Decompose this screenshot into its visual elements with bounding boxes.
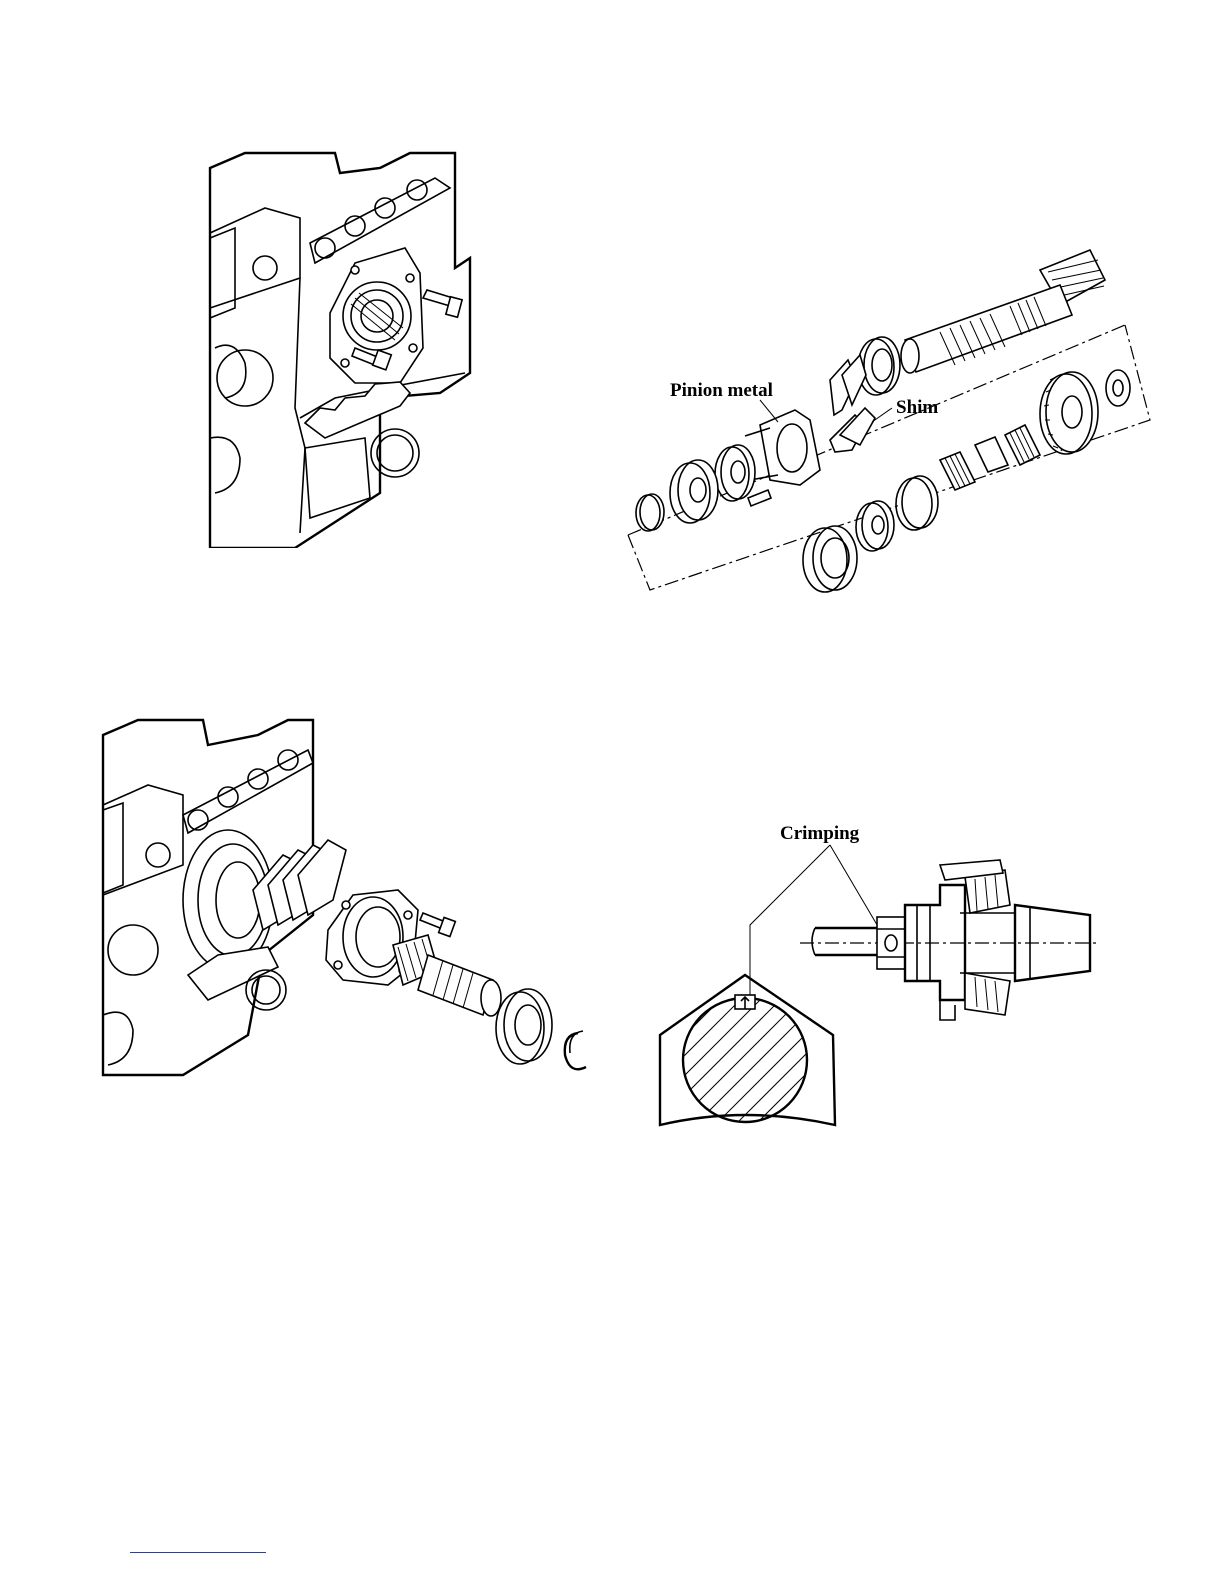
housing-bearing-cover-drawing — [205, 148, 475, 548]
crimping-detail-drawing: Crimping — [655, 815, 1110, 1130]
exploded-shaft-drawing: Pinion metal Shim — [620, 240, 1165, 600]
housing-bearing-cover-figure — [205, 148, 475, 548]
crimping-detail-figure: Crimping — [655, 815, 1110, 1130]
shim-label: Shim — [896, 397, 938, 418]
pinion-metal-label: Pinion metal — [670, 380, 773, 401]
footer-link-underline[interactable] — [130, 1552, 266, 1553]
crimping-label: Crimping — [780, 823, 860, 844]
exploded-shaft-figure: Pinion metal Shim — [620, 240, 1165, 600]
housing-shaft-install-figure — [98, 715, 598, 1085]
housing-shaft-install-drawing — [98, 715, 598, 1085]
